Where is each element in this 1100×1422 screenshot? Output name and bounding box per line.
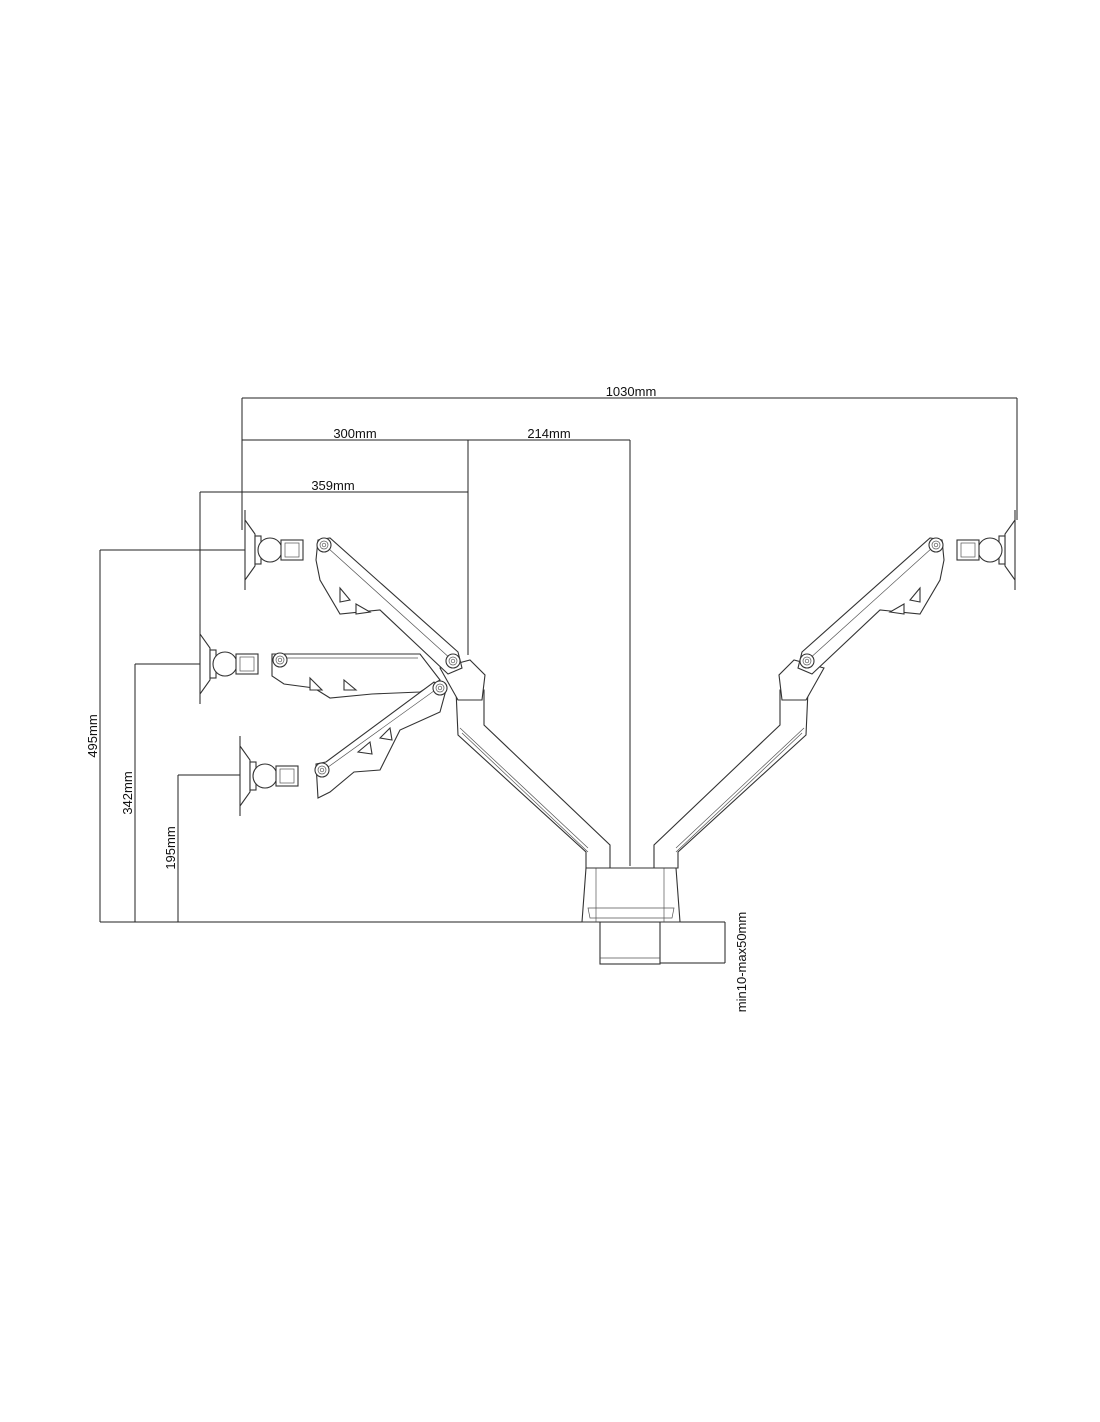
left-outer-arm bbox=[439, 659, 611, 869]
arm-reach-middle-label: 359mm bbox=[311, 478, 354, 493]
upper-left-arm bbox=[244, 509, 463, 675]
dimension-lines bbox=[99, 397, 1018, 964]
height-mid-label: 342mm bbox=[120, 771, 135, 814]
lower-left-arm bbox=[239, 680, 448, 817]
right-arm bbox=[797, 509, 1016, 675]
right-outer-arm bbox=[653, 659, 825, 869]
total-width-label: 1030mm bbox=[606, 384, 657, 399]
base-clamp bbox=[581, 867, 681, 965]
arm-reach-upper-label: 300mm bbox=[333, 426, 376, 441]
height-max-label: 495mm bbox=[85, 714, 100, 757]
middle-left-arm bbox=[199, 623, 441, 705]
desk-thickness-label: min10-max50mm bbox=[734, 912, 749, 1012]
height-min-label: 195mm bbox=[163, 826, 178, 869]
arm-offset-label: 214mm bbox=[527, 426, 570, 441]
